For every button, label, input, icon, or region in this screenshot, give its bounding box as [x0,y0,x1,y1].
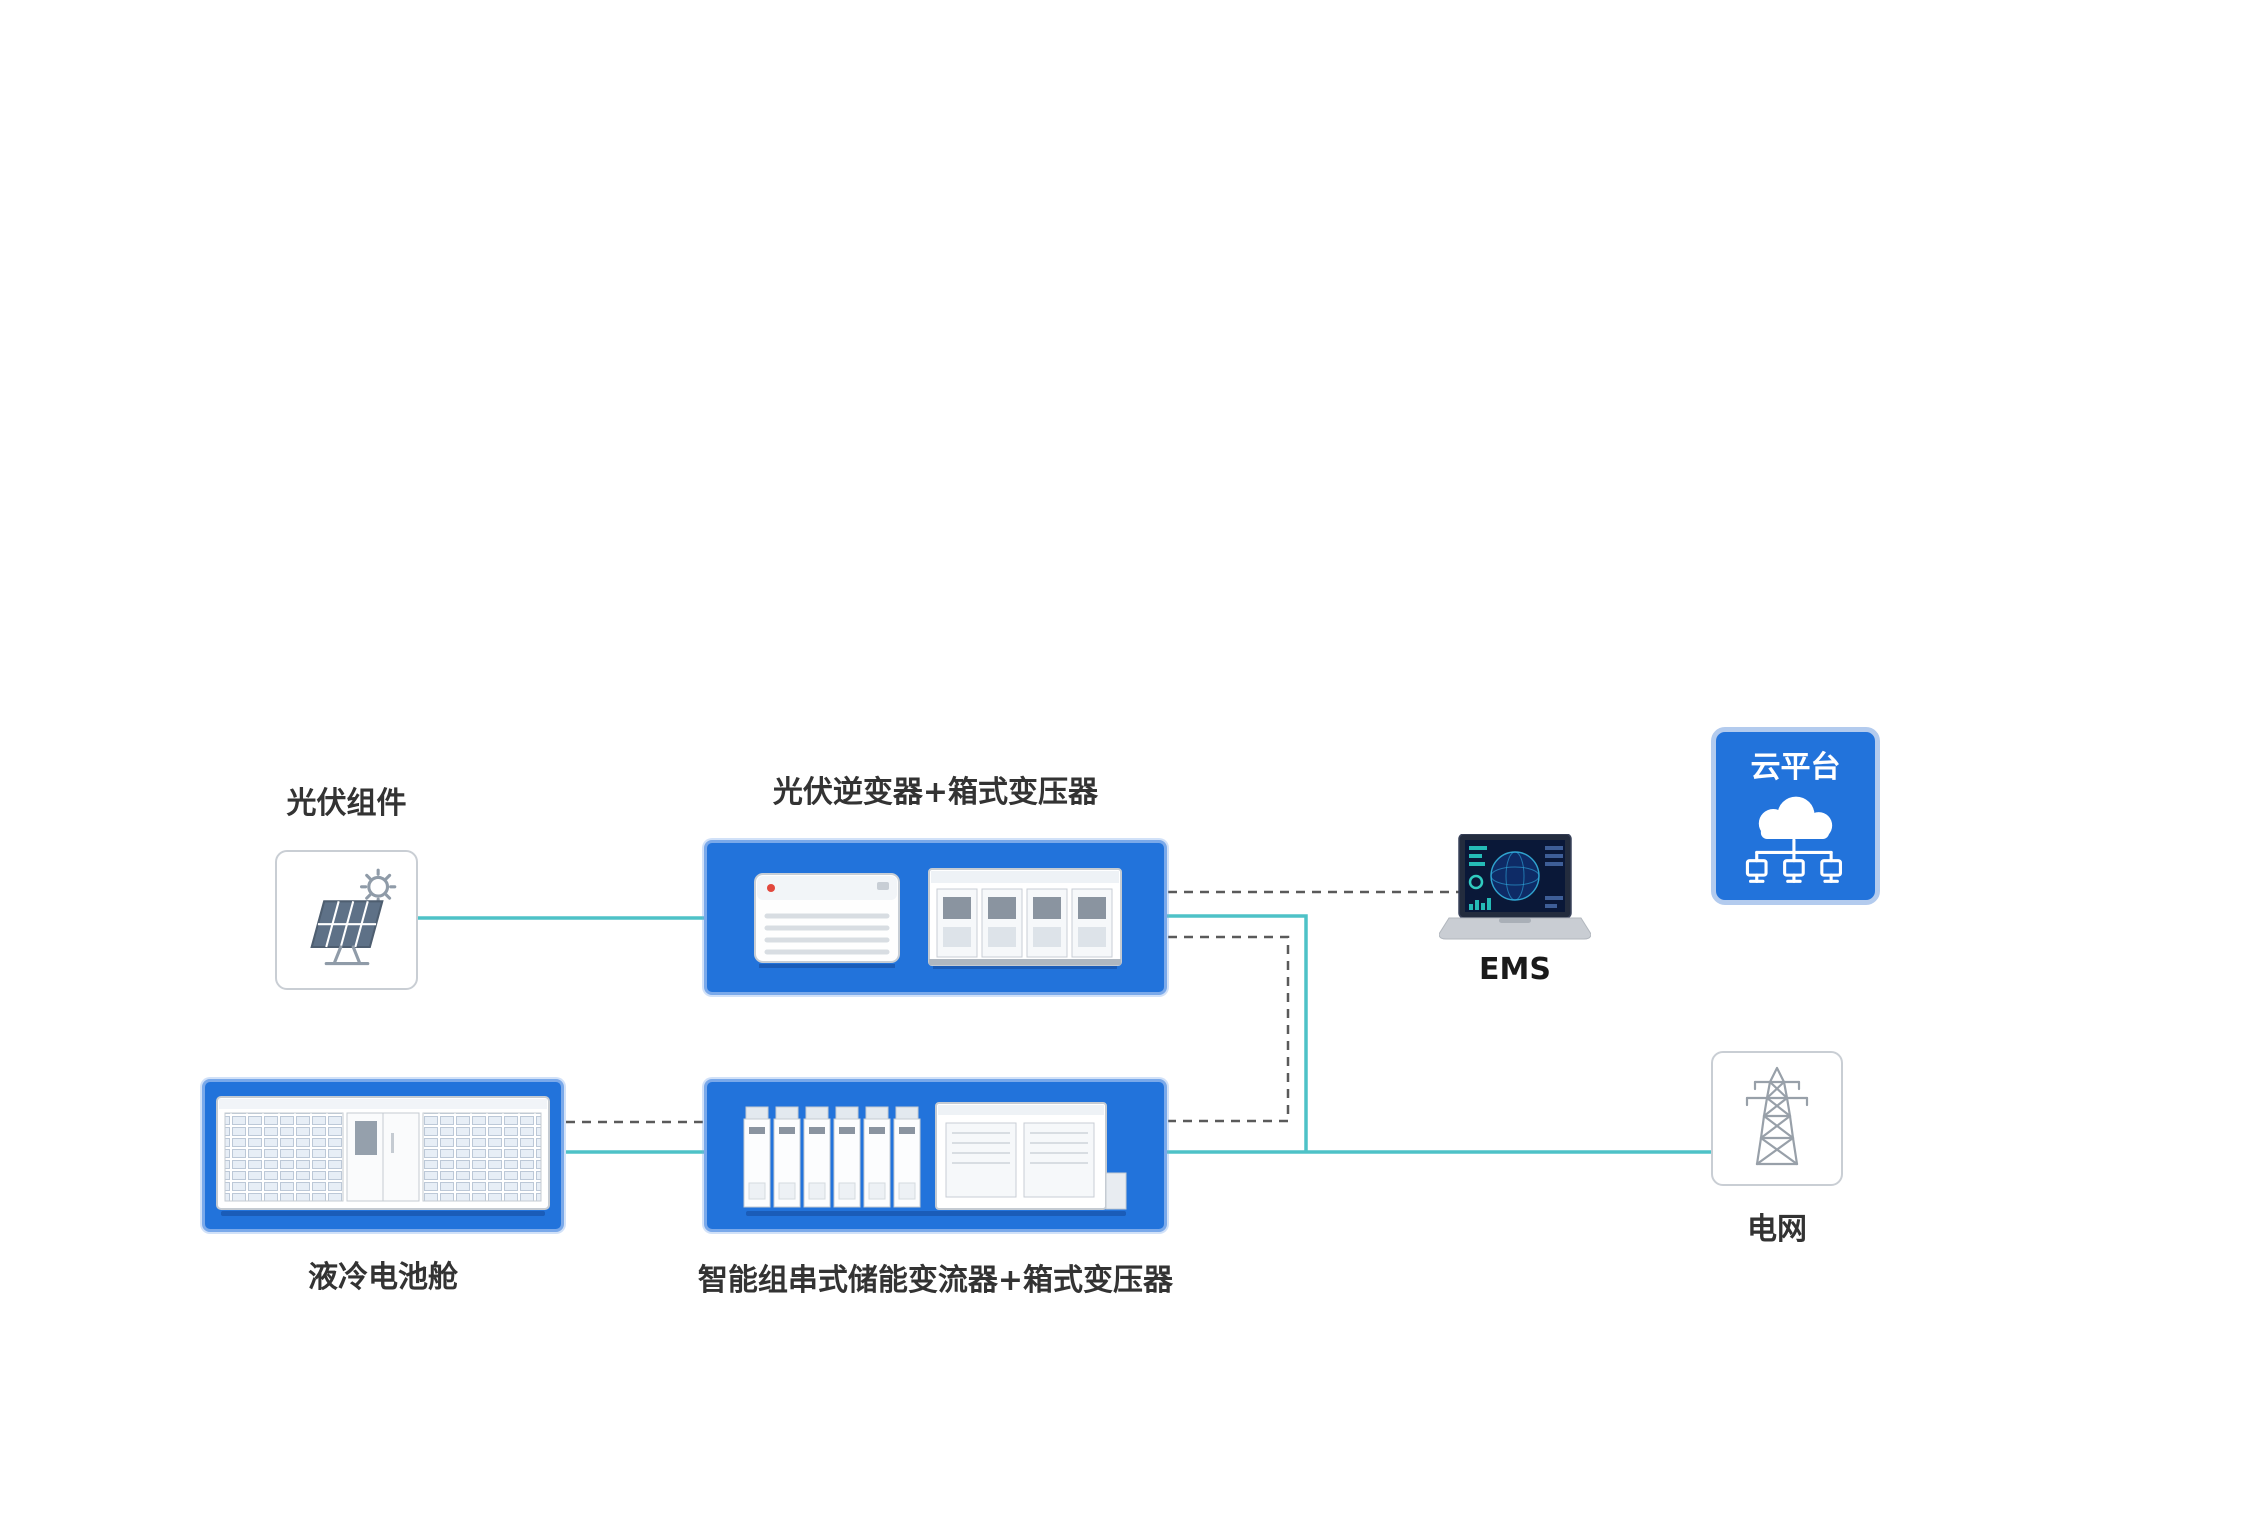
transmission-tower-icon [1745,1066,1809,1165]
pv-module-node [275,850,418,990]
grid-node [1711,1051,1843,1186]
grid-label: 电网 [1747,1212,1807,1247]
solar-panel-icon [309,868,396,966]
box-transformer-icon [927,867,1122,969]
storage-converter-label: 智能组串式储能变流器+箱式变压器 [697,1263,1174,1298]
battery-container-icon [216,1095,550,1216]
wire-inverter-to-bus [1165,914,1308,1152]
inverter-label: 光伏逆变器+箱式变压器 [772,775,1099,810]
pv-module-label: 光伏组件 [286,786,407,821]
cloud-network-icon [1745,796,1842,883]
ems-label: EMS [1479,952,1551,987]
cloud-platform-node: 云平台 [1711,727,1880,905]
string-inverter-icon [753,872,900,968]
laptop-dashboard-icon [1439,834,1591,940]
storage-converter-icon [743,1101,1126,1216]
battery-label: 液冷电池舱 [308,1260,458,1295]
storage-converter-node [704,1079,1167,1232]
inverter-node [704,840,1167,995]
comm-ems-to-pcs [1168,935,1290,1123]
battery-node [202,1079,564,1232]
ems-node [1439,834,1591,944]
cloud-platform-label: 云平台 [1750,750,1841,785]
